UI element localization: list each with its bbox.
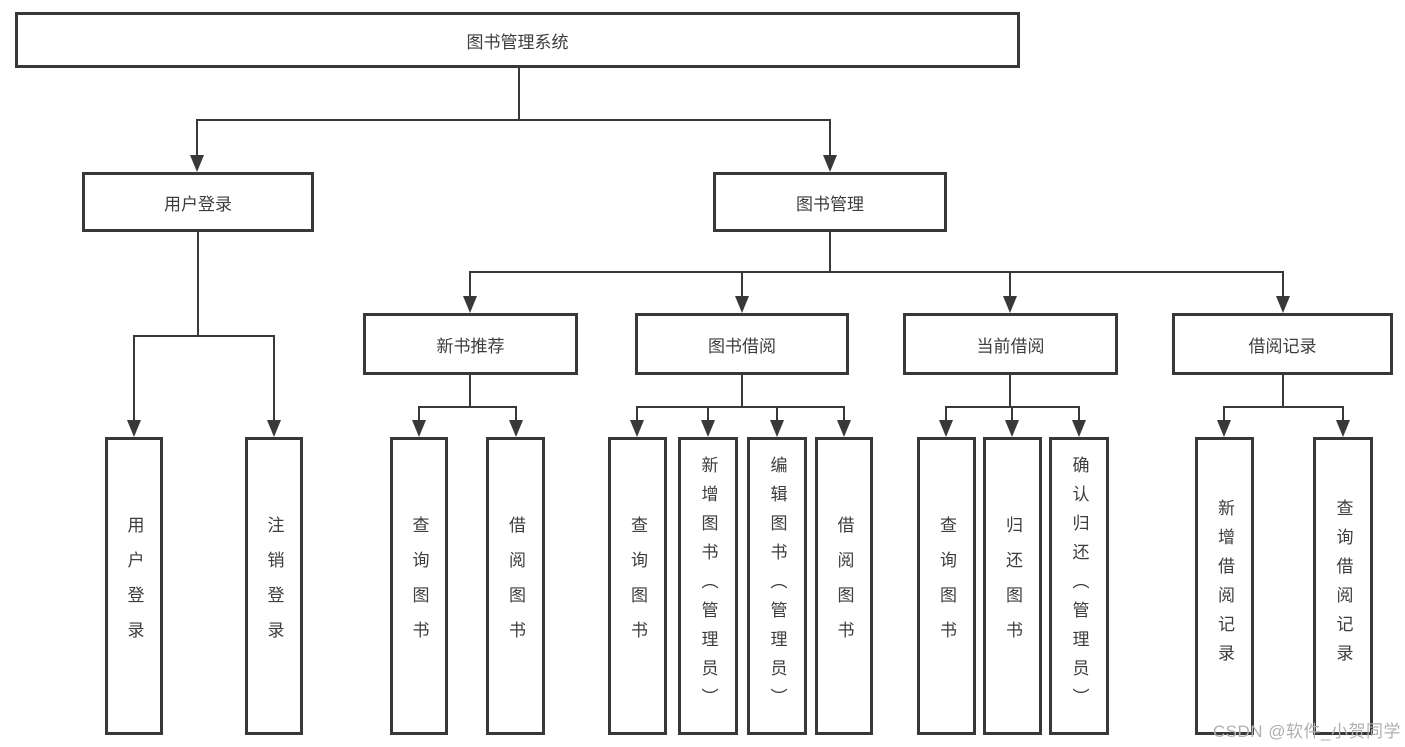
connector-line — [133, 335, 275, 337]
connector-line — [636, 406, 845, 408]
arrow-down-icon — [1003, 296, 1017, 313]
leaf-label: 查询图书 — [937, 516, 956, 656]
node-label: 当前借阅 — [976, 336, 1045, 356]
leaf-label: 注销登录 — [264, 516, 284, 656]
connector-line — [1009, 375, 1011, 408]
node-new-book-recommend: 新书推荐 — [363, 313, 578, 375]
connector-line — [515, 406, 517, 422]
leaf-cb-confirm-return-admin: 确认归还（管理员） — [1049, 437, 1109, 735]
arrow-down-icon — [1276, 296, 1290, 313]
connector-line — [1011, 406, 1013, 422]
leaf-label: 编辑图书（管理员） — [767, 455, 787, 717]
arrow-down-icon — [1336, 420, 1350, 437]
leaf-bb-add-books-admin: 新增图书（管理员） — [678, 437, 738, 735]
leaf-br-add-record: 新增借阅记录 — [1195, 437, 1254, 735]
leaf-label: 借阅图书 — [506, 516, 525, 656]
arrow-down-icon — [509, 420, 523, 437]
node-label: 借阅记录 — [1248, 336, 1317, 356]
arrow-down-icon — [735, 296, 749, 313]
connector-line — [133, 335, 135, 421]
leaf-cb-return-books: 归还图书 — [983, 437, 1042, 735]
leaf-bb-borrow-books: 借阅图书 — [815, 437, 873, 735]
leaf-label: 查询图书 — [628, 516, 647, 656]
leaf-nb-borrow-books: 借阅图书 — [486, 437, 545, 735]
node-label: 图书管理 — [796, 194, 864, 214]
arrow-down-icon — [190, 155, 204, 172]
arrow-down-icon — [412, 420, 426, 437]
leaf-cb-query-books: 查询图书 — [917, 437, 976, 735]
connector-line — [1282, 375, 1284, 408]
node-label: 图书借阅 — [708, 336, 776, 356]
connector-line — [1078, 406, 1080, 422]
connector-line — [707, 406, 709, 422]
leaf-label: 借阅图书 — [834, 516, 854, 656]
csdn-watermark: CSDN @软件_小贺同学 — [1212, 722, 1401, 741]
node-borrow-records: 借阅记录 — [1172, 313, 1393, 375]
connector-line — [1009, 271, 1011, 298]
leaf-br-query-record: 查询借阅记录 — [1313, 437, 1373, 735]
connector-line — [1342, 406, 1344, 422]
node-book-borrow: 图书借阅 — [635, 313, 849, 375]
arrow-down-icon — [837, 420, 851, 437]
leaf-label: 新增借阅记录 — [1215, 499, 1234, 673]
connector-line — [196, 119, 198, 159]
arrow-down-icon — [1005, 420, 1019, 437]
connector-line — [469, 271, 471, 298]
connector-line — [741, 271, 743, 298]
leaf-label: 确认归还（管理员） — [1069, 455, 1089, 717]
connector-line — [518, 68, 520, 121]
leaf-label: 查询图书 — [409, 516, 429, 656]
connector-line — [1223, 406, 1225, 422]
arrow-down-icon — [823, 155, 837, 172]
leaf-label: 新增图书（管理员） — [698, 455, 718, 717]
leaf-label: 查询借阅记录 — [1333, 499, 1353, 673]
leaf-label: 归还图书 — [1003, 516, 1022, 656]
node-user-login: 用户登录 — [82, 172, 314, 232]
connector-line — [273, 335, 275, 421]
connector-line — [1223, 406, 1344, 408]
leaf-label: 用户登录 — [124, 516, 144, 656]
connector-line — [636, 406, 638, 422]
connector-line — [843, 406, 845, 422]
connector-line — [776, 406, 778, 422]
connector-line — [197, 232, 199, 337]
connector-line — [196, 119, 831, 121]
arrow-down-icon — [770, 420, 784, 437]
arrow-down-icon — [630, 420, 644, 437]
leaf-logout: 注销登录 — [245, 437, 303, 735]
arrow-down-icon — [939, 420, 953, 437]
connector-line — [829, 232, 831, 273]
leaf-bb-query-books: 查询图书 — [608, 437, 667, 735]
node-label: 用户登录 — [164, 194, 232, 214]
connector-line — [945, 406, 947, 422]
connector-line — [741, 375, 743, 408]
arrow-down-icon — [701, 420, 715, 437]
connector-line — [469, 271, 1284, 273]
node-current-borrow: 当前借阅 — [903, 313, 1118, 375]
node-book-management: 图书管理 — [713, 172, 947, 232]
connector-line — [418, 406, 420, 422]
connector-line — [829, 119, 831, 159]
connector-line — [469, 375, 471, 408]
leaf-bb-edit-books-admin: 编辑图书（管理员） — [747, 437, 807, 735]
connector-line — [418, 406, 517, 408]
leaf-user-login: 用户登录 — [105, 437, 163, 735]
arrow-down-icon — [127, 420, 141, 437]
leaf-nb-query-books: 查询图书 — [390, 437, 448, 735]
node-label: 新书推荐 — [436, 336, 505, 356]
arrow-down-icon — [1217, 420, 1231, 437]
connector-line — [1282, 271, 1284, 298]
arrow-down-icon — [1072, 420, 1086, 437]
arrow-down-icon — [463, 296, 477, 313]
arrow-down-icon — [267, 420, 281, 437]
node-root: 图书管理系统 — [15, 12, 1020, 68]
node-label: 图书管理系统 — [466, 32, 569, 52]
